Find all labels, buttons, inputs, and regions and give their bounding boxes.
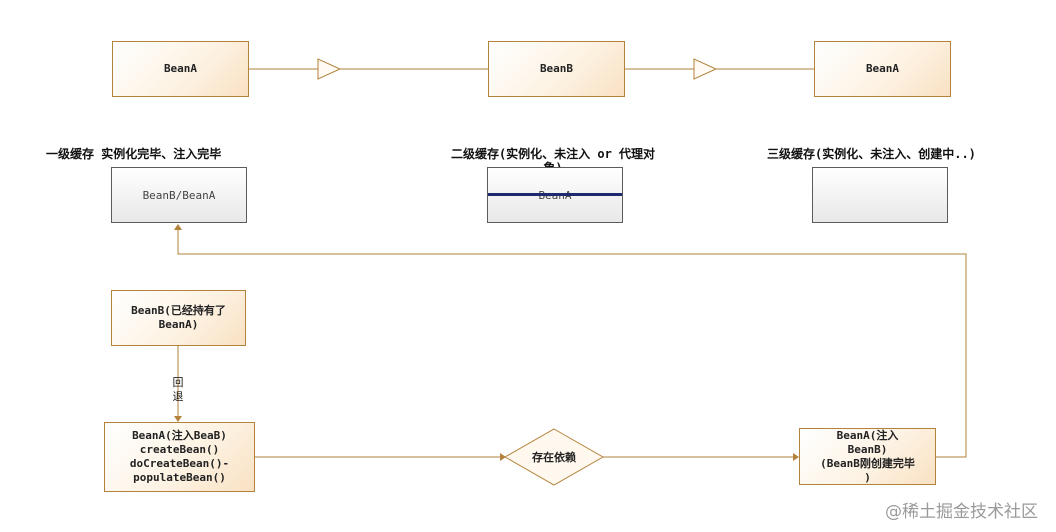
rollback-label: 回 退 (171, 376, 185, 404)
level1-cache-title: 一级缓存 实例化完毕、注入完毕 (46, 147, 222, 161)
arrowhead-done (793, 453, 799, 461)
bean-created-line2: BeanB) (847, 442, 888, 456)
level2-cache-box: BeanA (487, 167, 623, 223)
create-bean-line4: populateBean() (133, 471, 226, 484)
bean-created-line4: ) (864, 470, 871, 484)
bean-a-box-top-right: BeanA (814, 41, 951, 97)
watermark: @稀土掘金技术社区 (885, 502, 1038, 522)
beanb-holds-line2: BeanA) (158, 318, 199, 331)
connector-done-cache1 (177, 230, 967, 458)
inheritance-triangle-2 (693, 58, 718, 80)
decision-diamond (503, 428, 605, 486)
rollback-label-line1: 回 (172, 376, 184, 389)
level2-cache-title-line1: 二级缓存(实例化、未注入 or 代理对 (450, 147, 656, 161)
inheritance-triangle-1 (317, 58, 342, 80)
create-bean-line1: BeanA(注入BeaB) (132, 429, 227, 442)
bean-a-label: BeanA (865, 62, 900, 75)
beanb-holds-beana-box: BeanB(已经持有了 BeanA) (111, 290, 246, 346)
create-bean-line3: doCreateBean()- (129, 457, 230, 470)
level2-highlight-bar (488, 193, 622, 196)
arrowhead-rollback (174, 416, 182, 422)
bean-created-line1: BeanA(注入 (836, 428, 899, 442)
level1-cache-content: BeanB/BeanA (142, 188, 216, 202)
level3-cache-box (812, 167, 948, 223)
bean-created-line3: (BeanB刚创建完毕 (820, 456, 915, 470)
bean-b-label: BeanB (539, 62, 574, 75)
arrowhead-decision (500, 453, 506, 461)
level3-cache-title: 三级缓存(实例化、未注入、创建中..) (767, 147, 976, 161)
create-bean-line2: createBean() (139, 443, 220, 456)
decision-label: 存在依赖 (532, 451, 576, 464)
arrowhead-cache1 (174, 224, 182, 230)
bean-a-label: BeanA (163, 62, 198, 75)
bean-a-box-top-left: BeanA (112, 41, 249, 97)
bean-b-box-top: BeanB (488, 41, 625, 97)
rollback-label-line2: 退 (172, 390, 184, 403)
bean-created-box: BeanA(注入 BeanB) (BeanB刚创建完毕 ) (799, 428, 936, 485)
beanb-holds-line1: BeanB(已经持有了 (131, 304, 226, 317)
create-bean-box: BeanA(注入BeaB) createBean() doCreateBean(… (104, 422, 255, 492)
level1-cache-box: BeanB/BeanA (111, 167, 247, 223)
